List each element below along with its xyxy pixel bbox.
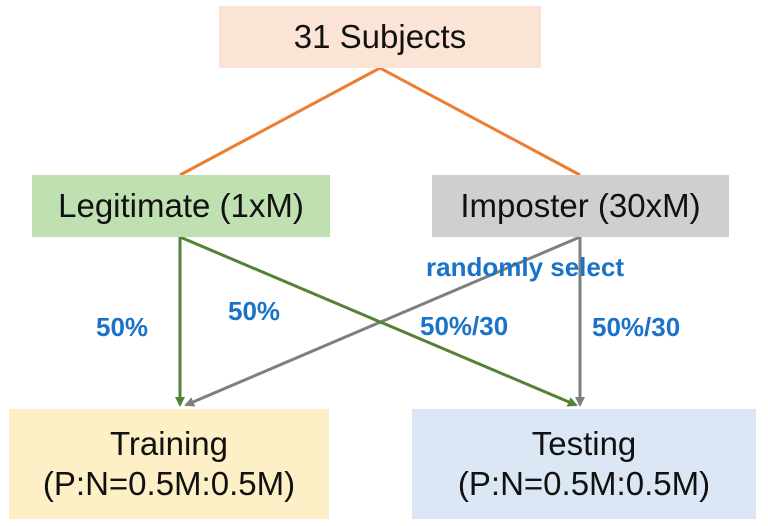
label-randomly-select: randomly select (426, 252, 624, 282)
node-training-ratio: (P:N=0.5M:0.5M) (42, 465, 296, 502)
tree-line-to-imposter (379, 66, 581, 177)
label-legit-to-train: 50% (96, 312, 149, 342)
node-imposter-label: Imposter (30xM) (460, 187, 701, 224)
arrow-legitimate-to-testing (179, 235, 578, 407)
node-testing: Testing (P:N=0.5M:0.5M) (412, 409, 756, 519)
node-testing-ratio: (P:N=0.5M:0.5M) (457, 465, 711, 502)
node-legitimate: Legitimate (1xM) (32, 175, 330, 237)
node-training: Training (P:N=0.5M:0.5M) (9, 409, 329, 519)
node-testing-title: Testing (531, 425, 637, 462)
label-imposter-to-train: 50%/30 (420, 311, 509, 341)
tree-line-to-legitimate (179, 66, 381, 177)
node-subjects: 31 Subjects (219, 6, 541, 68)
label-imposter-to-test: 50%/30 (592, 312, 681, 342)
node-imposter: Imposter (30xM) (432, 175, 729, 237)
label-legit-to-test: 50% (228, 296, 281, 326)
arrow-imposter-to-training (184, 235, 581, 407)
node-training-title: Training (110, 425, 228, 462)
node-subjects-label: 31 Subjects (293, 18, 467, 55)
node-legitimate-label: Legitimate (1xM) (58, 187, 304, 224)
